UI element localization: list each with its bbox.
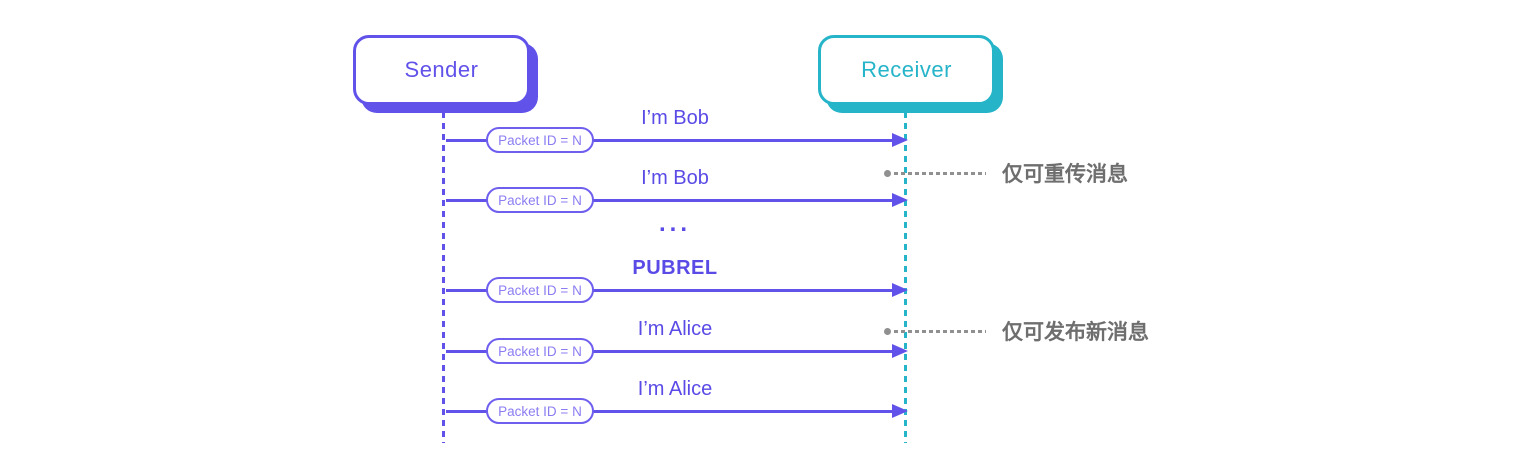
annotation-text: 仅可重传消息: [1002, 163, 1128, 186]
ellipsis-label: ...: [658, 210, 691, 237]
message-arrow-line: [446, 139, 894, 142]
message-label: I’m Alice: [637, 378, 713, 400]
annotation-publish-new: 仅可发布新消息: [884, 316, 1149, 346]
message-label: PUBREL: [632, 257, 718, 279]
message-arrow-line: [446, 410, 894, 413]
arrowhead-icon: [892, 283, 908, 297]
annotation-dot-icon: [884, 169, 891, 177]
annotation-dot-icon: [884, 327, 891, 335]
annotation-text: 仅可发布新消息: [1002, 321, 1149, 344]
annotation-dotted-line: [894, 171, 986, 175]
packet-id-pill: Packet ID = N: [486, 398, 594, 424]
sender-actor-box: Sender: [353, 35, 530, 105]
arrowhead-icon: [892, 133, 908, 147]
message-label: I’m Bob: [641, 107, 709, 129]
message-label: I’m Bob: [641, 167, 709, 189]
message-arrow-line: [446, 350, 894, 353]
arrowhead-icon: [892, 193, 908, 207]
receiver-actor-box: Receiver: [818, 35, 995, 105]
arrowhead-icon: [892, 404, 908, 418]
sender-lifeline: [442, 112, 445, 443]
packet-id-pill: Packet ID = N: [486, 277, 594, 303]
annotation-dotted-line: [894, 329, 986, 333]
message-arrow-line: [446, 289, 894, 292]
message-arrow-line: [446, 199, 894, 202]
receiver-lifeline: [904, 112, 907, 443]
receiver-label: Receiver: [861, 57, 952, 82]
message-label: I’m Alice: [637, 318, 713, 340]
sender-label: Sender: [404, 57, 479, 82]
arrowhead-icon: [892, 344, 908, 358]
packet-id-pill: Packet ID = N: [486, 338, 594, 364]
packet-id-pill: Packet ID = N: [486, 127, 594, 153]
packet-id-pill: Packet ID = N: [486, 187, 594, 213]
annotation-retransmit: 仅可重传消息: [884, 158, 1128, 188]
